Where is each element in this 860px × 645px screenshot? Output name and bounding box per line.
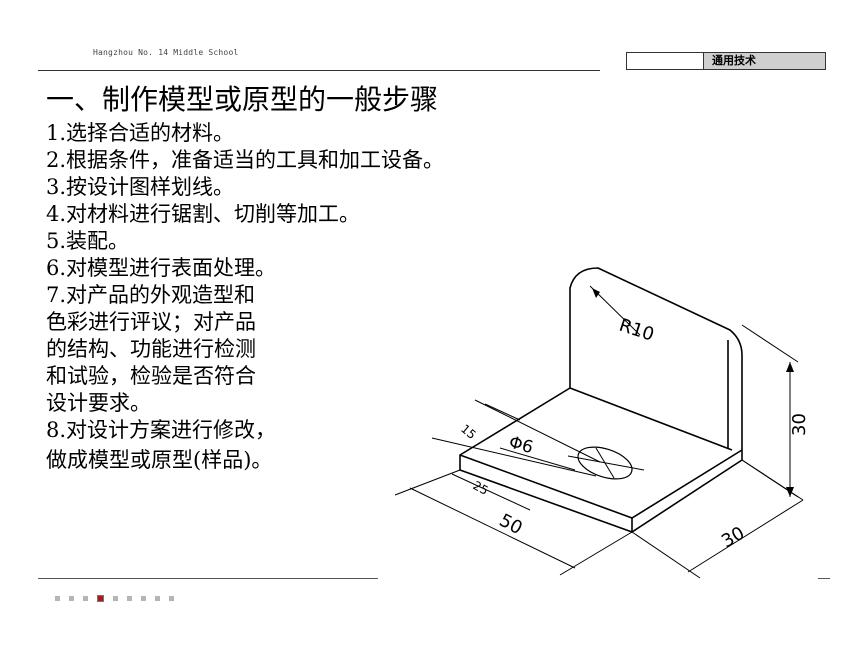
- school-name: Hangzhou No. 14 Middle School: [93, 48, 239, 57]
- step-line: 2.根据条件，准备适当的工具和加工设备。: [46, 148, 445, 172]
- step-line: 设计要求。: [46, 391, 151, 415]
- bracket-outline: [459, 267, 743, 533]
- badge-blank: [627, 53, 704, 69]
- step-line: 的结构、功能进行检测: [46, 337, 256, 361]
- badge-label: 通用技术: [704, 53, 825, 69]
- radius-label: R10: [616, 315, 656, 346]
- page-dot[interactable]: [141, 596, 146, 601]
- step-line: 和试验，检验是否符合: [46, 364, 256, 388]
- page-title: 一、制作模型或原型的一般步骤: [46, 83, 439, 116]
- step-line: 7.对产品的外观造型和: [46, 283, 256, 307]
- depth-label: 30: [718, 523, 748, 553]
- page-dot[interactable]: [113, 596, 118, 601]
- hole-offset-label: 15: [458, 422, 479, 443]
- page-dot[interactable]: [55, 596, 60, 601]
- step-line: 4.对材料进行锯割、切削等加工。: [46, 202, 361, 226]
- header-divider: [38, 70, 600, 71]
- footer-mark: [818, 578, 830, 579]
- page-dot[interactable]: [155, 596, 160, 601]
- step-line: 5.装配。: [46, 229, 130, 253]
- page-dot[interactable]: [127, 596, 132, 601]
- step-line: 做成模型或原型(样品)。: [46, 448, 273, 472]
- step-line: 6.对模型进行表面处理。: [46, 256, 277, 280]
- footer-divider: [38, 578, 378, 579]
- hole: [577, 446, 633, 480]
- step-line: 3.按设计图样划线。: [46, 175, 235, 199]
- length-label: 50: [496, 510, 526, 539]
- bracket-edge-front: [459, 449, 743, 519]
- step-line: 1.选择合适的材料。: [46, 121, 235, 145]
- height-label: 30: [789, 413, 810, 436]
- page-dot-active[interactable]: [97, 595, 104, 602]
- step-line: 色彩进行评议；对产品: [46, 310, 256, 334]
- step-line: 8.对设计方案进行修改，: [46, 418, 277, 442]
- page-dot[interactable]: [169, 596, 174, 601]
- hole-label: Φ6: [507, 433, 536, 459]
- hole-position-label: 25: [471, 478, 491, 498]
- page-dot[interactable]: [69, 596, 74, 601]
- page-dot[interactable]: [83, 596, 88, 601]
- subject-badge: 通用技术: [626, 52, 826, 70]
- pagination-dots: [55, 595, 174, 602]
- steps-list: 1.选择合适的材料。 2.根据条件，准备适当的工具和加工设备。 3.按设计图样划…: [46, 120, 606, 477]
- bracket-edge-inner: [569, 387, 733, 451]
- l-bracket-drawing: R10 30 30 50 Φ6 15 25: [394, 267, 810, 579]
